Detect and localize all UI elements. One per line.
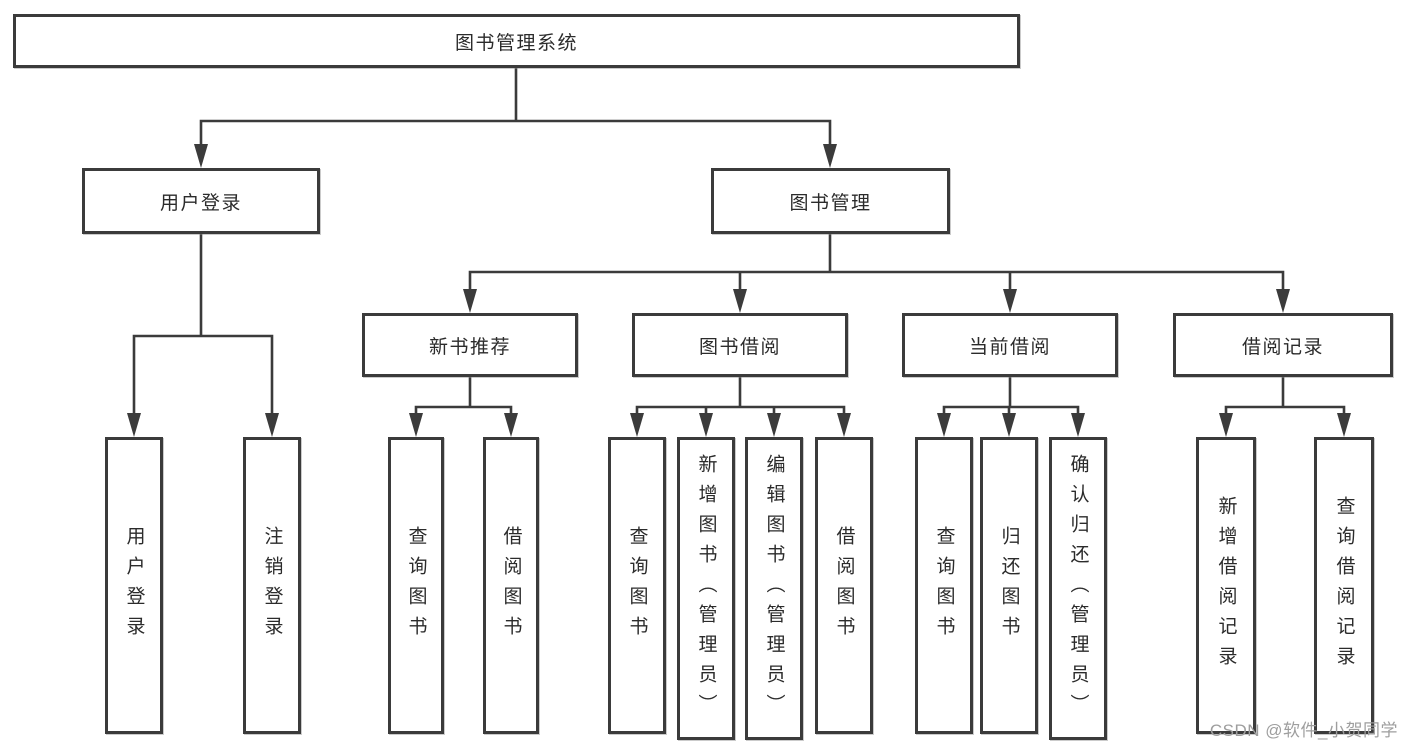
leaf-bb-borrow-book: 借阅图书 (815, 437, 873, 734)
leaf-bb-add-book-admin: 新增图书（管理员） (677, 437, 735, 740)
leaf-br-query-record: 查询借阅记录 (1314, 437, 1374, 734)
leaf-cb-confirm-return-admin: 确认归还（管理员） (1049, 437, 1107, 740)
csdn-watermark: CSDN @软件_小贺同学 (1209, 721, 1398, 740)
leaf-bb-edit-book-admin: 编辑图书（管理员） (745, 437, 803, 740)
leaf-cb-return-book: 归还图书 (980, 437, 1038, 734)
leaf-cb-query-book: 查询图书 (915, 437, 973, 734)
node-new-book-recommend: 新书推荐 (362, 313, 578, 377)
leaf-br-add-record: 新增借阅记录 (1196, 437, 1256, 734)
node-borrow-record: 借阅记录 (1173, 313, 1393, 377)
node-book-borrow: 图书借阅 (632, 313, 848, 377)
leaf-nb-query-book: 查询图书 (388, 437, 444, 734)
node-book-management: 图书管理 (711, 168, 950, 234)
node-current-borrow: 当前借阅 (902, 313, 1118, 377)
node-root: 图书管理系统 (13, 14, 1020, 68)
leaf-user-login: 用户登录 (105, 437, 163, 734)
leaf-logout: 注销登录 (243, 437, 301, 734)
leaf-bb-query-book: 查询图书 (608, 437, 666, 734)
node-user-login: 用户登录 (82, 168, 320, 234)
leaf-nb-borrow-book: 借阅图书 (483, 437, 539, 734)
